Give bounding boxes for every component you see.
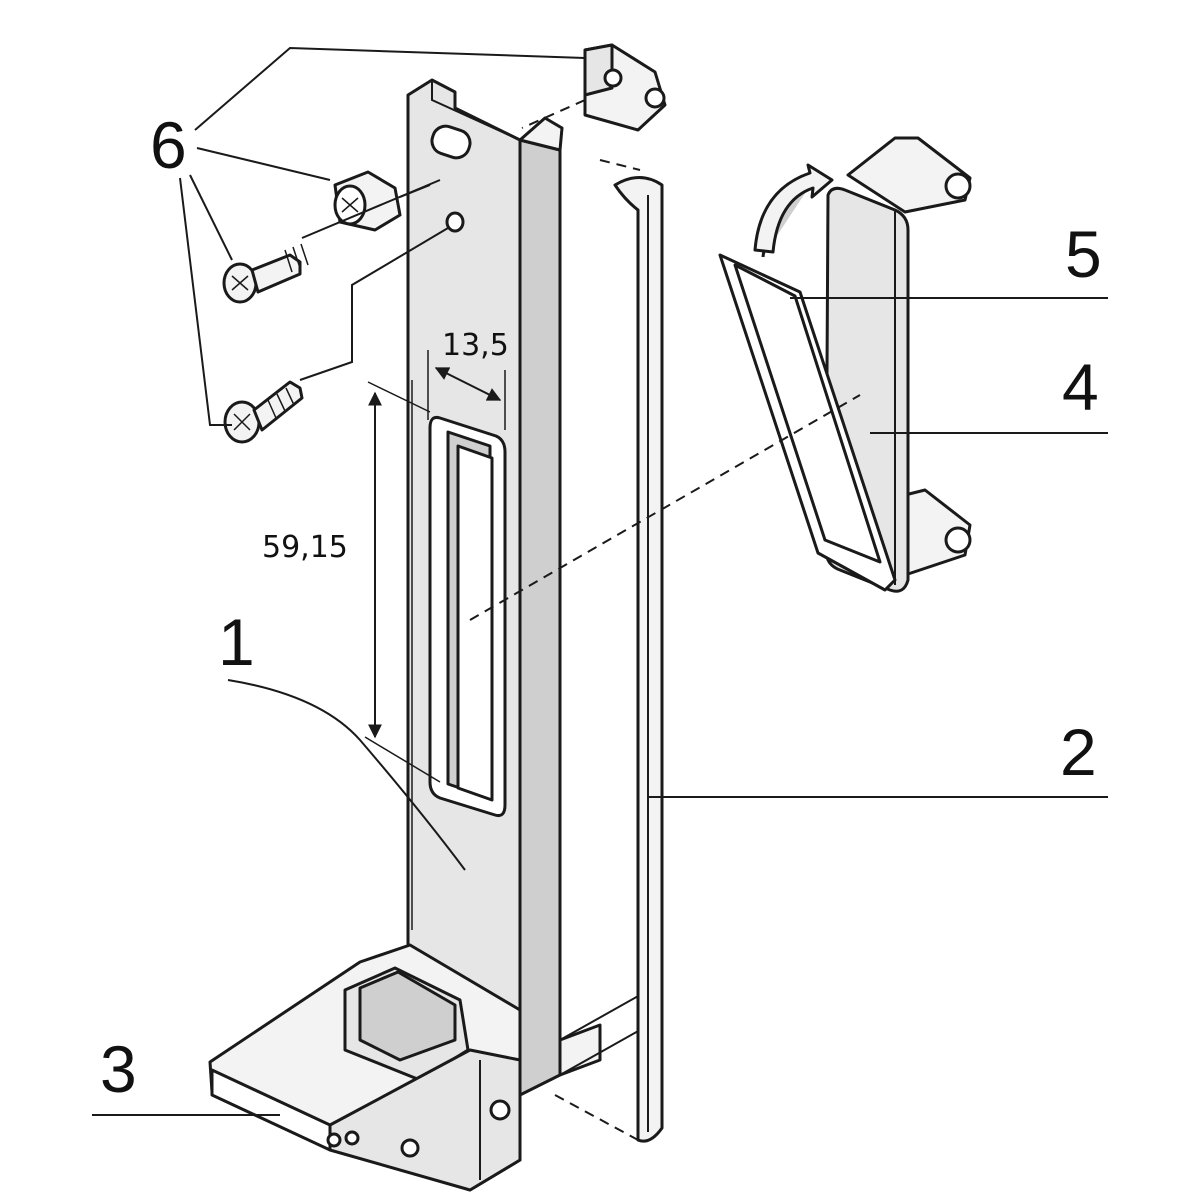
- assembly-guides: [299, 99, 861, 1141]
- callout-1: 1: [218, 605, 255, 679]
- handle-grip-part-4: [824, 136, 972, 593]
- dimension-lines: [364, 350, 506, 783]
- screw-long: [223, 380, 304, 444]
- callout-6: 6: [150, 108, 187, 182]
- dimension-width-label: 13,5: [442, 328, 509, 363]
- callout-leaders: [92, 46, 1108, 1116]
- dimension-height-label: 59,15: [262, 530, 348, 565]
- callout-5: 5: [1065, 217, 1102, 291]
- frame-gasket-part-5: [718, 163, 897, 592]
- fasteners-part-6: [222, 43, 667, 444]
- foot-lever-part-3: [208, 943, 641, 1192]
- screw-short: [222, 243, 309, 304]
- handle-frame-part-1: [406, 78, 564, 1097]
- callout-4: 4: [1062, 350, 1099, 424]
- nut-block: [583, 43, 667, 132]
- strip-part-2: [613, 176, 664, 1143]
- callout-3: 3: [100, 1032, 137, 1106]
- callout-2: 2: [1060, 715, 1097, 789]
